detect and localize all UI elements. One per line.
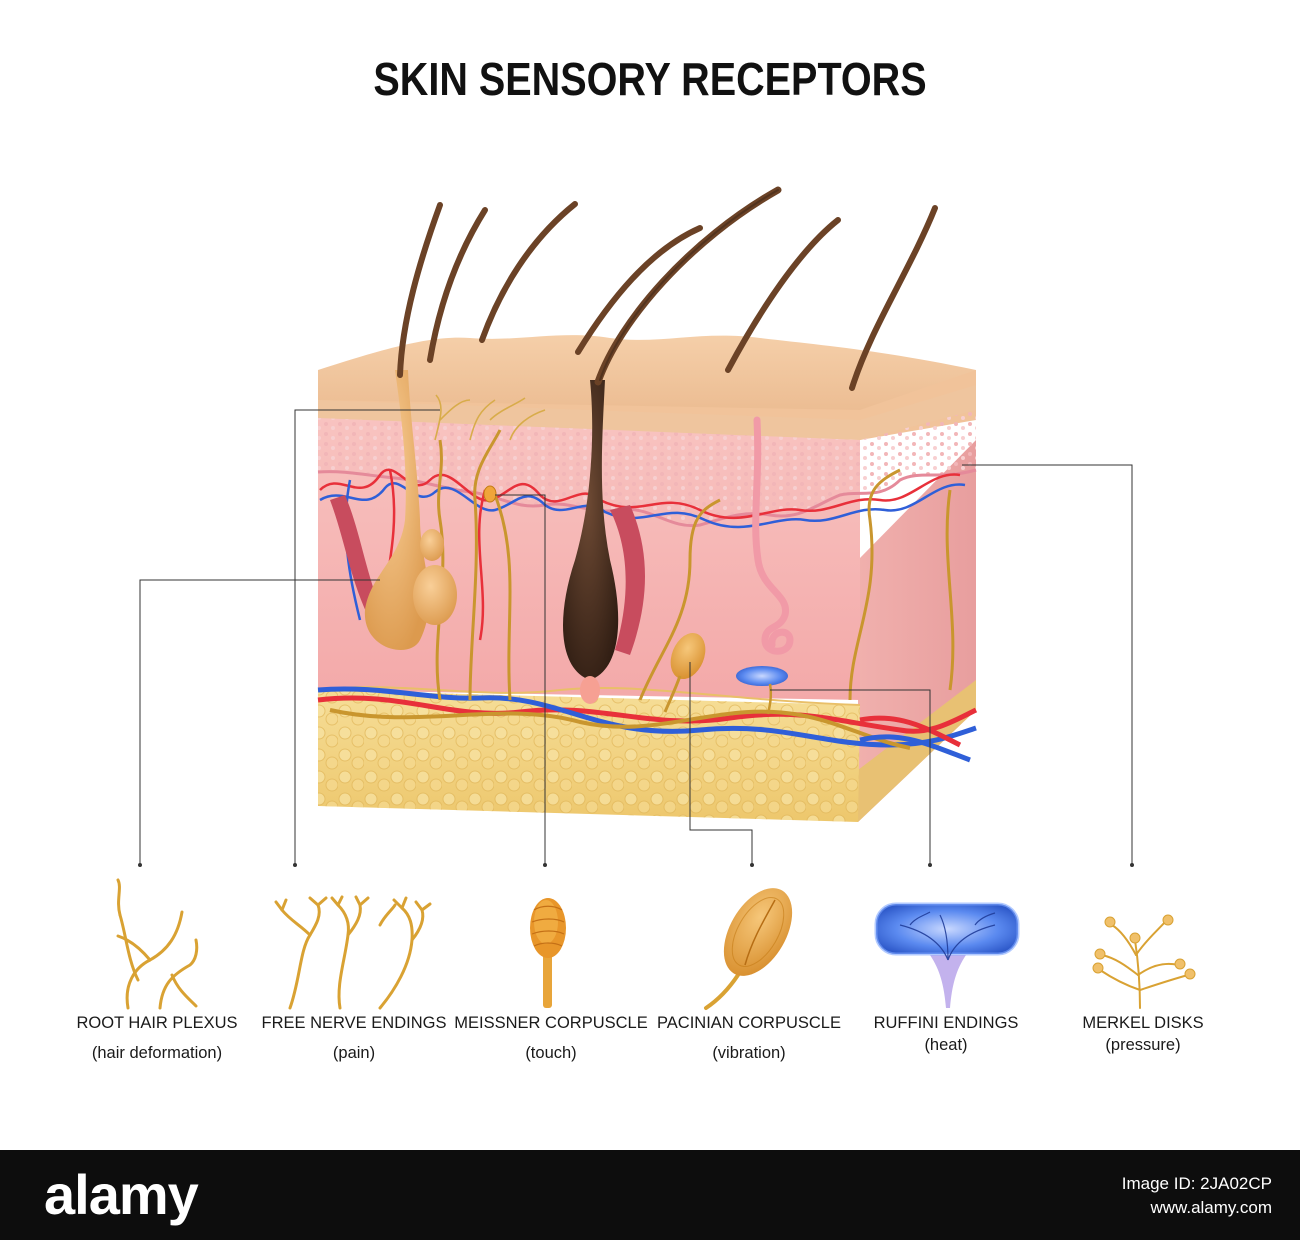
receptor-function: (touch) [525, 1044, 577, 1062]
diagram-title: SKIN SENSORY RECEPTORS [373, 53, 927, 105]
ruffini-endings-icon [874, 902, 1020, 1008]
receptor-label-root-hair-plexus: ROOT HAIR PLEXUS (hair deformation) [57, 1012, 257, 1064]
watermark-brand: alamy [44, 1163, 199, 1226]
receptor-name: ROOT HAIR PLEXUS [76, 1014, 238, 1032]
receptor-name: PACINIAN CORPUSCLE [657, 1014, 841, 1032]
receptor-label-ruffini-endings: RUFFINI ENDINGS (heat) [846, 1012, 1046, 1056]
diagram-stage: SKIN SENSORY RECEPTORS [57, 53, 1243, 1064]
receptor-name: MEISSNER CORPUSCLE [454, 1014, 648, 1032]
receptor-function: (heat) [924, 1036, 968, 1054]
receptor-name: FREE NERVE ENDINGS [261, 1014, 447, 1032]
watermark-footer: alamy Image ID: 2JA02CP www.alamy.com [0, 1150, 1300, 1240]
receptor-name: MERKEL DISKS [1082, 1014, 1204, 1032]
receptor-function: (pressure) [1105, 1036, 1181, 1054]
merkel-disks-icon [1092, 914, 1196, 1009]
site-url: www.alamy.com [1150, 1198, 1272, 1217]
receptor-label-meissner-corpuscle: MEISSNER CORPUSCLE (touch) [451, 1012, 651, 1064]
meissner-corpuscle-icon [530, 898, 566, 1008]
receptor-label-merkel-disks: MERKEL DISKS (pressure) [1043, 1012, 1243, 1056]
receptor-function: (vibration) [712, 1044, 786, 1062]
free-nerve-endings-icon [274, 895, 432, 1010]
receptor-label-free-nerve-endings: FREE NERVE ENDINGS (pain) [254, 1012, 454, 1064]
pacinian-corpuscle-icon [704, 888, 793, 1010]
receptor-function: (pain) [332, 1044, 376, 1062]
receptor-name: RUFFINI ENDINGS [873, 1014, 1019, 1032]
watermark-info: Image ID: 2JA02CP www.alamy.com [1122, 1172, 1272, 1220]
receptor-function: (hair deformation) [91, 1044, 223, 1062]
skin-cross-section [116, 186, 1196, 1010]
root-hair-plexus-icon [116, 878, 199, 1010]
image-id: Image ID: 2JA02CP [1121, 1174, 1272, 1193]
receptor-label-pacinian-corpuscle: PACINIAN CORPUSCLE (vibration) [649, 1012, 849, 1064]
